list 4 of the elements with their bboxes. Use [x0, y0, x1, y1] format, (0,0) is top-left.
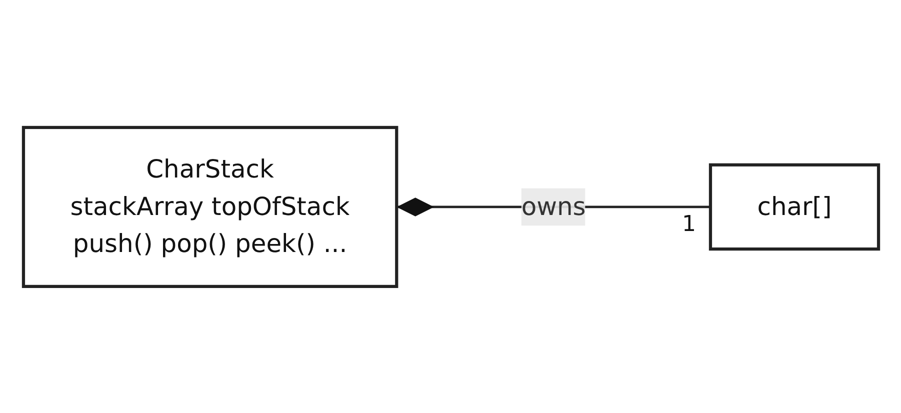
node-box: char[]: [708, 162, 880, 250]
edge-label: owns: [520, 190, 586, 221]
node-box: CharStack stackArray topOfStack push() pop() peek() ...: [21, 125, 398, 288]
multiplicity-label: 1: [682, 212, 696, 238]
